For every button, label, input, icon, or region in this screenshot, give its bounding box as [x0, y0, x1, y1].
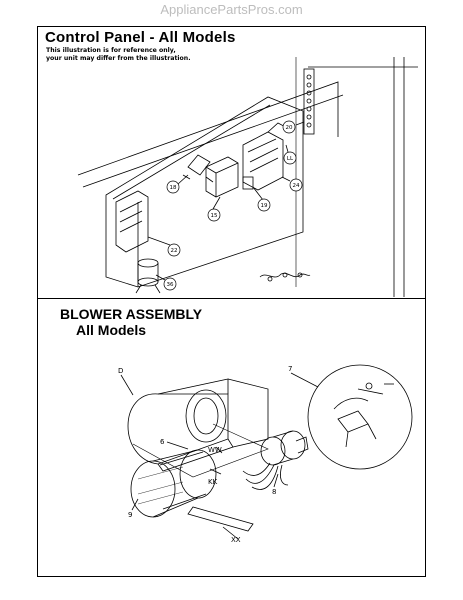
label-xx: XX — [231, 536, 241, 544]
control-panel-section: Control Panel - All Models This illustra… — [37, 26, 426, 299]
label-7: 7 — [288, 365, 292, 373]
callout-ll: LL — [287, 156, 294, 162]
callout-36: 36 — [167, 282, 174, 288]
callout-22: 22 — [171, 248, 178, 254]
callout-19: 19 — [261, 203, 268, 209]
reference-note-line-2: your unit may differ from the illustrati… — [46, 55, 191, 62]
blower-assembly-diagram: D 7 6 WW KK 9 8 XX — [118, 364, 413, 544]
callout-15: 15 — [211, 213, 218, 219]
callout-20: 20 — [286, 125, 293, 131]
watermark: AppliancePartsPros.com — [160, 2, 303, 17]
label-9: 9 — [128, 511, 132, 519]
label-6: 6 — [160, 438, 165, 446]
blower-assembly-subtitle: All Models — [76, 322, 147, 338]
control-panel-diagram: 20 LL 24 18 19 15 22 36 — [77, 57, 418, 297]
reference-note-line-1: This illustration is for reference only, — [46, 47, 176, 54]
control-panel-title: Control Panel - All Models — [45, 29, 236, 46]
blower-assembly-title: BLOWER ASSEMBLY — [60, 306, 203, 322]
label-8: 8 — [272, 488, 276, 496]
label-d: D — [118, 367, 123, 375]
label-ww: WW — [208, 446, 222, 454]
blower-assembly-section: BLOWER ASSEMBLY All Models — [37, 298, 426, 577]
label-kk: KK — [208, 478, 218, 486]
callout-24: 24 — [293, 183, 300, 189]
callout-18: 18 — [170, 185, 177, 191]
